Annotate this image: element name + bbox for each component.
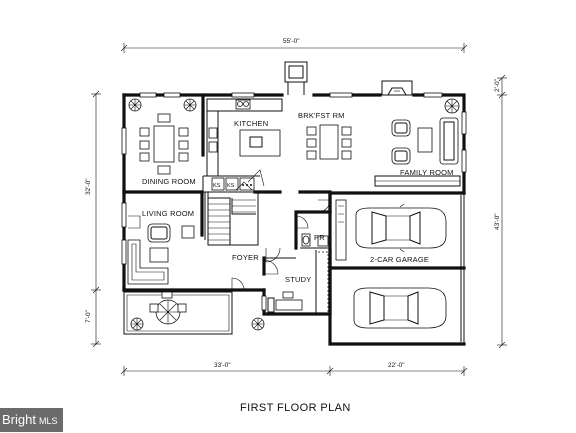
- powder-room-fixtures: [301, 233, 329, 247]
- dim-bottom-right: 22'-0": [388, 362, 405, 369]
- dim-right-lower: 43'-0": [494, 213, 501, 230]
- room-label-powder: PR: [314, 233, 325, 242]
- kitchen-appliances: [211, 177, 255, 191]
- front-porch: [123, 291, 233, 335]
- dim-overall-width: 55'-0": [283, 38, 300, 45]
- dim-porch-depth: 7'-0": [85, 309, 92, 323]
- car-icon: [355, 203, 447, 253]
- room-label-study: STUDY: [285, 275, 311, 284]
- plant-icon: [128, 98, 460, 114]
- garage-interior: [328, 199, 466, 270]
- staircase: [208, 181, 256, 245]
- dim-right-upper: 2'-0": [494, 78, 501, 92]
- study-desk: [267, 291, 303, 313]
- dim-left-depth: 32'-0": [85, 178, 92, 195]
- ks-label-2: KS: [227, 183, 235, 189]
- dim-bottom-left: 33'-0": [214, 362, 231, 369]
- room-label-family: FAMILY ROOM: [400, 168, 454, 177]
- living-room-furniture: [127, 215, 195, 285]
- fireplace: [381, 80, 413, 96]
- room-label-dining: DINING ROOM: [142, 177, 196, 186]
- watermark-tail: MLS: [38, 416, 58, 426]
- breakfast-table: [306, 124, 352, 160]
- family-room-furniture: [374, 117, 461, 187]
- ks-label-1: KS: [213, 183, 221, 189]
- watermark-text: Bright: [2, 412, 36, 427]
- room-label-kitchen: KITCHEN: [234, 119, 268, 128]
- windows: [121, 92, 467, 311]
- car-icon-2: [353, 287, 447, 329]
- room-label-foyer: FOYER: [232, 253, 259, 262]
- dining-table: [139, 113, 189, 175]
- dimension-lines: [91, 43, 507, 376]
- chimney: [284, 61, 308, 95]
- plant-icon-porch: [130, 317, 265, 331]
- doors: [231, 169, 331, 291]
- room-label-garage: 2-CAR GARAGE: [370, 255, 429, 264]
- room-label-living: LIVING ROOM: [142, 209, 194, 218]
- plan-title: FIRST FLOOR PLAN: [240, 402, 351, 414]
- kitchen-counters: [206, 98, 283, 177]
- room-label-breakfast: BRK'FST RM: [298, 111, 345, 120]
